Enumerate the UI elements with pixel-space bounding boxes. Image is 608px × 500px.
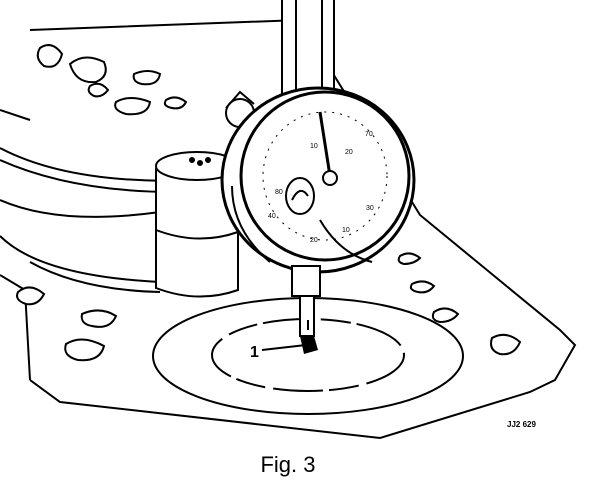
- svg-text:20: 20: [310, 237, 318, 244]
- callout-number: 1: [250, 344, 259, 361]
- reference-code: JJ2 629: [507, 420, 536, 429]
- dial-indicator: 10 20 70 30 80 40 20 10: [220, 86, 416, 354]
- svg-text:20: 20: [345, 149, 353, 156]
- gauge-stand-column: [281, 0, 335, 96]
- svg-text:70: 70: [365, 131, 373, 138]
- svg-text:80: 80: [275, 189, 283, 196]
- svg-text:30: 30: [366, 205, 374, 212]
- gauge-base-block: [155, 151, 239, 298]
- figure-caption: Fig. 3: [260, 452, 316, 477]
- svg-text:10: 10: [342, 227, 350, 234]
- svg-text:10: 10: [310, 143, 318, 150]
- svg-text:40: 40: [268, 213, 276, 220]
- callout-1: 1: [250, 344, 307, 361]
- gasket-holes: [16, 44, 522, 362]
